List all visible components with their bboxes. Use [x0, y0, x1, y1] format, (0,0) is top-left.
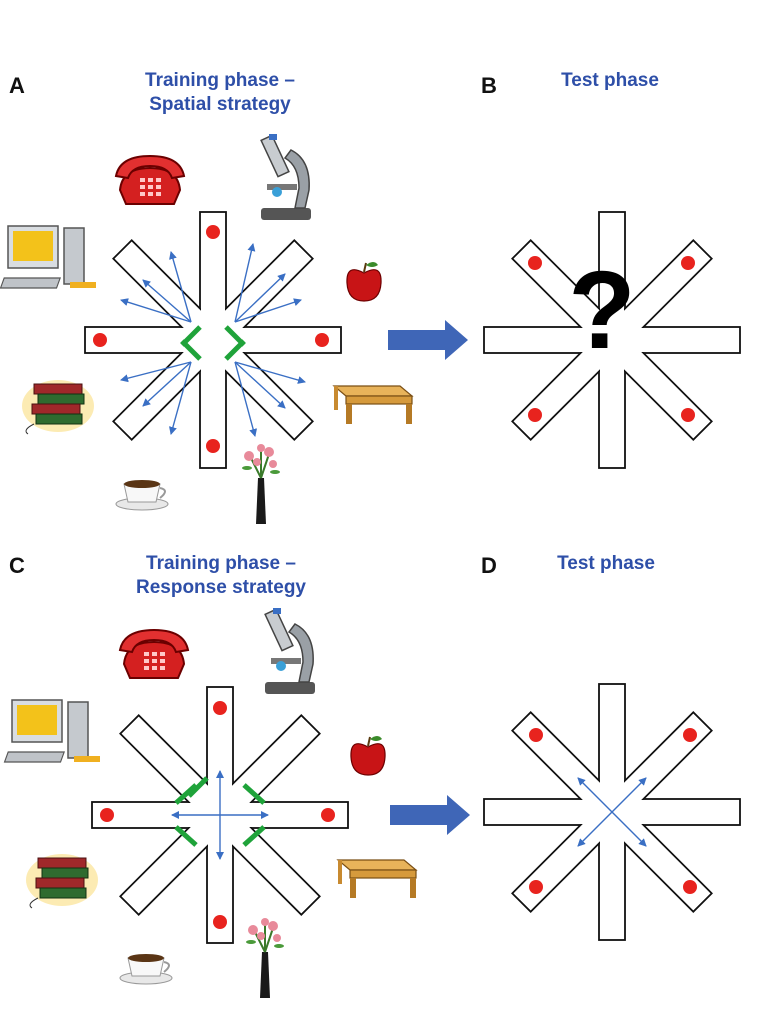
flower-vase-icon — [242, 444, 280, 524]
direction-arrow — [611, 811, 647, 847]
direction-arrow — [120, 298, 192, 323]
maze-b: ? — [483, 211, 741, 469]
panel-label-b: B — [481, 73, 497, 98]
food-reward — [681, 256, 695, 270]
food-reward — [213, 701, 227, 715]
maze-d — [483, 683, 741, 941]
food-reward — [683, 728, 697, 742]
apple-icon — [346, 262, 382, 302]
panel-a-title-line1: Training phase – — [145, 70, 295, 91]
direction-arrow — [142, 361, 192, 407]
direction-arrow — [234, 361, 258, 437]
doors-a — [180, 325, 246, 361]
food-reward — [681, 408, 695, 422]
food-reward — [683, 880, 697, 894]
direction-arrow — [611, 777, 647, 813]
food-reward — [529, 880, 543, 894]
question-mark: ? — [568, 249, 635, 372]
direction-arrow — [234, 361, 286, 409]
panel-c-title-line1: Training phase – — [146, 553, 296, 574]
direction-arrow — [169, 251, 192, 323]
food-reward — [93, 333, 107, 347]
panel-a-title: Training phase – Spatial strategy — [100, 69, 340, 117]
direction-arrow — [142, 279, 192, 323]
panel-d-title: Test phase — [557, 553, 655, 574]
panel-label-c: C — [9, 553, 25, 578]
direction-arrow — [169, 361, 192, 435]
door — [180, 339, 202, 361]
cues-a — [0, 134, 414, 524]
food-reward — [206, 225, 220, 239]
doors-c — [174, 776, 266, 847]
food-reward — [213, 915, 227, 929]
panel-c-title-line2: Response strategy — [135, 577, 306, 598]
panel-a-title-line2: Spatial strategy — [149, 94, 291, 115]
direction-arrow — [234, 273, 286, 323]
desk-icon — [332, 385, 414, 424]
spatial-arrows-a — [120, 243, 306, 437]
door — [174, 825, 198, 847]
door — [187, 776, 209, 798]
transition-arrow-ab — [388, 320, 468, 360]
door — [242, 825, 266, 847]
microscope-icon — [260, 134, 311, 220]
direction-arrow — [234, 361, 306, 384]
food-reward — [315, 333, 329, 347]
direction-arrow — [577, 777, 613, 813]
direction-arrow — [234, 298, 302, 323]
response-arrows-d — [577, 777, 647, 847]
door — [224, 339, 246, 361]
telephone-icon — [114, 154, 186, 205]
rewards-d — [529, 728, 697, 894]
door — [242, 783, 266, 805]
books-icon — [22, 380, 94, 435]
food-reward — [100, 808, 114, 822]
panel-b-title: Test phase — [561, 70, 659, 91]
food-reward — [206, 439, 220, 453]
direction-arrow — [120, 361, 192, 383]
maze-a — [84, 211, 342, 469]
response-arrows-c — [171, 770, 269, 860]
rewards-a — [93, 225, 329, 453]
door — [174, 783, 198, 805]
panel-c-title: Training phase – Response strategy — [96, 552, 346, 600]
food-reward — [529, 728, 543, 742]
computer-icon — [0, 225, 96, 289]
transition-arrow-cd — [390, 795, 470, 835]
coffee-cup-icon — [115, 480, 169, 511]
rewards-b — [528, 256, 695, 422]
food-reward — [528, 408, 542, 422]
food-reward — [528, 256, 542, 270]
maze-c — [91, 686, 349, 944]
panel-label-d: D — [481, 553, 497, 578]
direction-arrow — [234, 243, 256, 323]
direction-arrow — [577, 811, 613, 847]
panel-label-a: A — [9, 73, 25, 98]
food-reward — [321, 808, 335, 822]
rewards-c — [100, 701, 335, 929]
